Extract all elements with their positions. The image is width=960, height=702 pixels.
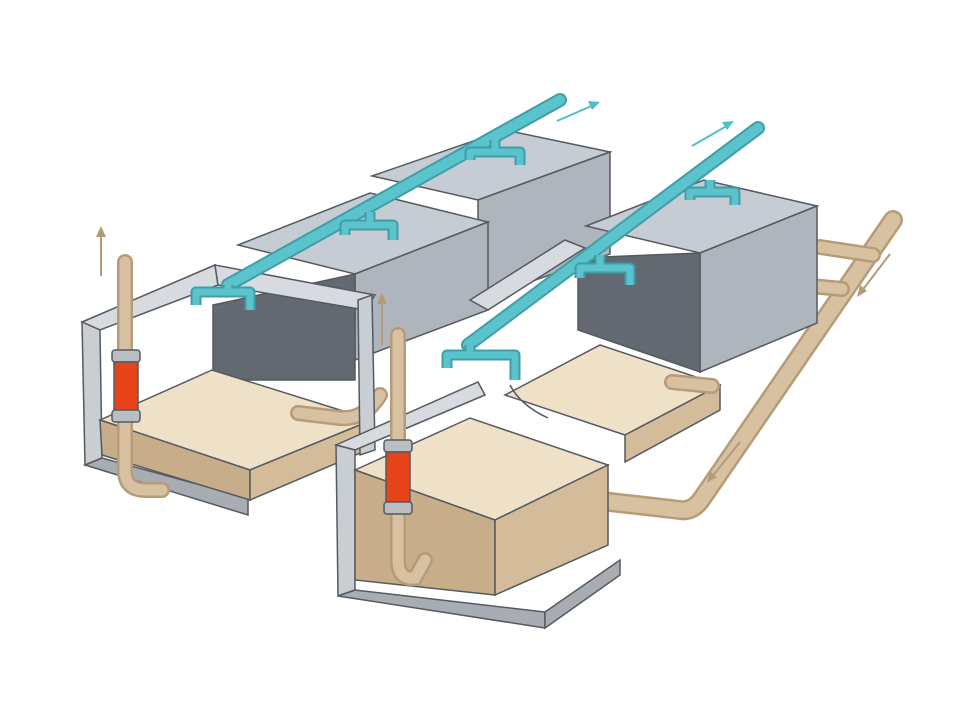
tank-front-left — [212, 192, 491, 381]
pump-left — [111, 254, 170, 498]
arrow-up-right-icon — [556, 101, 600, 122]
sand-bed-rear-right — [503, 344, 722, 464]
sand-bed-left — [97, 369, 375, 502]
arrow-down-left-icon — [707, 441, 741, 483]
flow-arrows — [96, 101, 891, 483]
cyan-pipes — [190, 93, 765, 380]
arrow-up-right-icon — [691, 121, 734, 147]
arrow-up-icon — [96, 226, 106, 276]
arrow-up-icon — [377, 293, 387, 345]
right-unit — [333, 179, 820, 630]
arrow-down-left-icon — [857, 253, 891, 297]
grow-bed-left-wall — [81, 320, 103, 467]
tank-rear-right — [577, 179, 820, 374]
pump-right — [383, 327, 433, 587]
